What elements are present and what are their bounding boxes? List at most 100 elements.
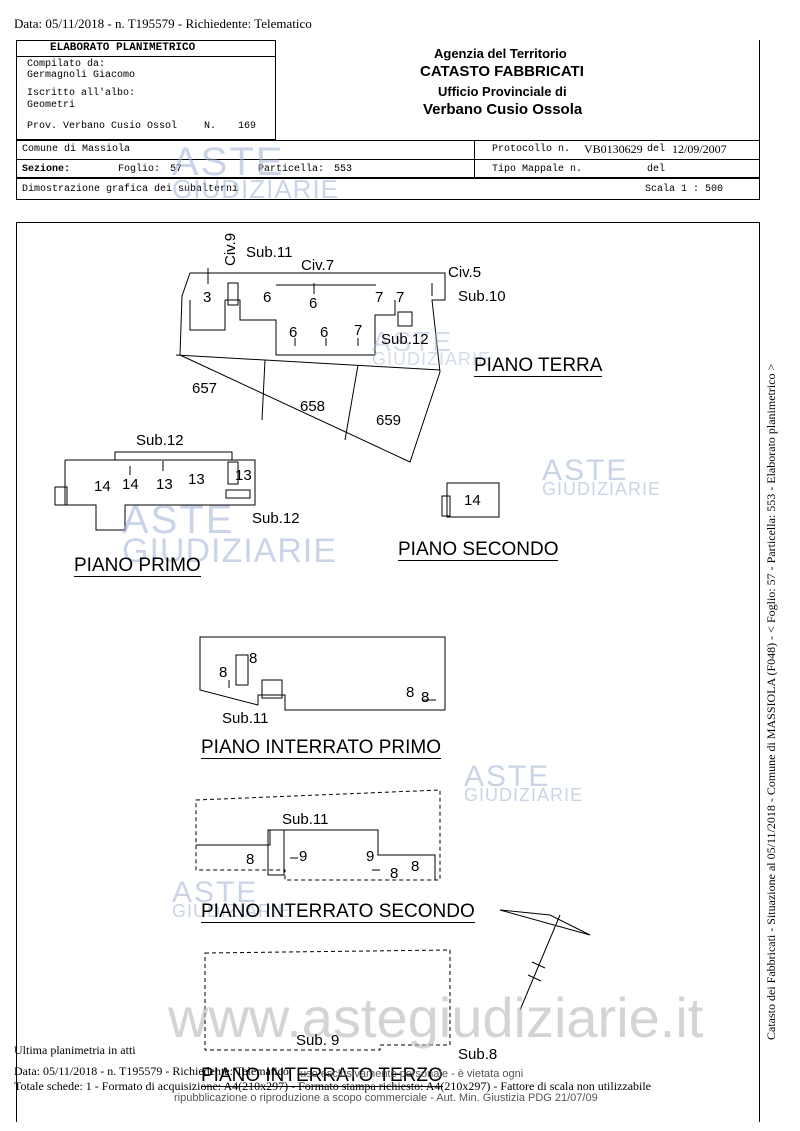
label-3: 3 (203, 289, 212, 306)
label-sub12-primo-top: Sub.12 (136, 432, 184, 449)
label-sub9: Sub. 9 (296, 1032, 340, 1049)
form-header-box (16, 40, 760, 140)
piano-secondo-title: PIANO SECONDO (398, 539, 559, 561)
footer-overlay1: uso esclusivamente personale - è vietata… (300, 1068, 524, 1080)
protocollo-label: Protocollo n. (492, 144, 571, 155)
agency-line1: Agenzia del Territorio (434, 46, 567, 61)
agency-line2: CATASTO FABBRICATI (420, 63, 584, 80)
side-text: Catasto dei Fabbricati - Situazione al 0… (764, 363, 778, 1040)
iscritto-value: Geometri (27, 100, 76, 111)
interrato-terzo-title: PIANO INTERRATO TERZO (201, 1065, 443, 1087)
label-8-ip-d: 8 (421, 689, 430, 706)
interrato-secondo-title: PIANO INTERRATO SECONDO (201, 901, 475, 923)
piano-primo-outline (64, 451, 256, 531)
label-sub10: Sub.10 (458, 288, 506, 305)
del-value: 12/09/2007 (672, 142, 727, 156)
label-657: 657 (192, 380, 218, 397)
particella-value: 553 (334, 164, 353, 175)
label-659: 659 (376, 412, 402, 429)
interrato-terzo-outline (204, 949, 451, 1051)
form-title: ELABORATO PLANIMETRICO (50, 42, 196, 54)
label-9-is-b: 9 (366, 848, 375, 865)
piano-terra-outline (179, 272, 446, 463)
footer-line2: Totale schede: 1 - Formato di acquisizio… (14, 1079, 652, 1093)
del2-label: del (647, 164, 666, 175)
dimostrazione-box (16, 178, 760, 200)
drawing-frame (16, 222, 760, 1122)
piano-secondo-outline (446, 482, 500, 518)
protocollo-value: VB0130629 (584, 142, 643, 156)
label-6b: 6 (309, 295, 318, 312)
label-sub8: Sub.8 (458, 1046, 498, 1063)
interrato-secondo-outline (195, 789, 441, 881)
label-13c: 13 (235, 467, 252, 484)
form-right-border (16, 40, 760, 140)
label-7c: 7 (396, 289, 405, 306)
piano-primo-title: PIANO PRIMO (74, 555, 201, 577)
label-8-is-c: 8 (411, 858, 420, 875)
label-658: 658 (300, 398, 326, 415)
north-arrow-icon (499, 909, 591, 1011)
foglio-value: 57 (170, 164, 183, 175)
footer-overlay2: ripubblicazione o riproduzione a scopo c… (174, 1092, 598, 1104)
agency-line4: Verbano Cusio Ossola (423, 101, 583, 118)
particella-label: Particella: (258, 164, 325, 175)
info-rule (16, 159, 760, 160)
label-13b: 13 (188, 471, 205, 488)
label-civ7: Civ.7 (301, 257, 335, 274)
label-14a: 14 (94, 478, 111, 495)
label-sub11-is: Sub.11 (282, 811, 329, 828)
label-sub11-terra: Sub.11 (246, 244, 293, 261)
comune-label: Comune di Massiola (22, 144, 131, 155)
label-8-is-b: 8 (390, 865, 399, 882)
label-civ9: Civ.9 (222, 232, 239, 266)
dimostrazione-label: Dimostrazione grafica dei subalterni (22, 184, 239, 195)
agency-line3: Ufficio Provinciale di (438, 84, 567, 99)
label-13a: 13 (156, 476, 173, 493)
label-8-ip-b: 8 (219, 664, 228, 681)
scala-label: Scala 1 : 500 (645, 184, 724, 195)
label-8-is-a: 8 (246, 851, 255, 868)
interrato-primo-title: PIANO INTERRATO PRIMO (201, 737, 441, 759)
piano-terra-title: PIANO TERRA (474, 355, 603, 377)
footer-ultima: Ultima planimetria in atti (14, 1043, 136, 1057)
compilato-value: Germagnoli Giacomo (27, 70, 136, 81)
label-7a: 7 (354, 322, 363, 339)
compilato-label: Compilato da: (27, 59, 106, 70)
foglio-label: Foglio: (118, 164, 161, 175)
n-value: 169 (238, 121, 257, 132)
compilato-box (16, 40, 276, 140)
iscritto-label: Iscritto all'albo: (27, 88, 136, 99)
label-9-is-a: 9 (299, 848, 308, 865)
form-title-rule (17, 56, 276, 57)
label-civ5: Civ.5 (448, 264, 482, 281)
label-6a: 6 (263, 289, 272, 306)
label-6d: 6 (320, 324, 329, 341)
label-14-secondo: 14 (464, 492, 481, 509)
label-sub12-terra: Sub.12 (381, 331, 429, 348)
del-label: del (647, 144, 666, 155)
watermark-site: www.astegiudiziarie.it (168, 986, 704, 1049)
footer-line1: Data: 05/11/2018 - n. T195579 - Richiede… (14, 1064, 289, 1078)
header-line: Data: 05/11/2018 - n. T195579 - Richiede… (14, 16, 312, 31)
interrato-primo-outline (199, 636, 446, 711)
label-6c: 6 (289, 324, 298, 341)
prov-label: Prov. Verbano Cusio Ossol (27, 121, 178, 132)
sezione-label: Sezione: (22, 164, 71, 175)
piano-terra-inner (189, 300, 226, 331)
label-8-ip-c: 8 (406, 684, 415, 701)
label-14b: 14 (122, 476, 139, 493)
label-8-ip-a: 8 (249, 650, 258, 667)
label-7b: 7 (375, 289, 384, 306)
n-label: N. (204, 121, 217, 132)
tipo-mappale-label: Tipo Mappale n. (492, 164, 583, 175)
label-sub11-ip: Sub.11 (222, 710, 269, 727)
label-sub12-primo-bottom: Sub.12 (252, 510, 300, 527)
